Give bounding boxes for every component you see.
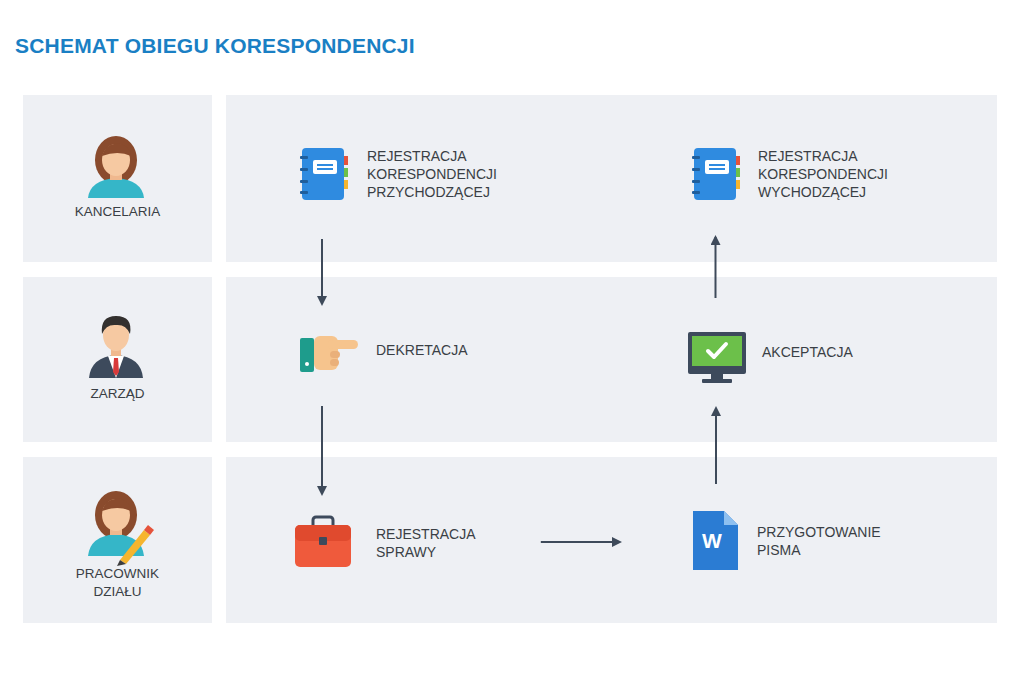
monitor-icon [688, 332, 746, 383]
flow-arrow [715, 408, 717, 484]
lane-panel [226, 95, 997, 262]
node-text: ZARZĄD [91, 385, 145, 403]
node-text: AKCEPTACJA [762, 343, 853, 361]
node-text: KANCELARIA [75, 203, 161, 221]
lane-panel [226, 457, 997, 623]
briefcase-icon [295, 517, 351, 567]
notebook-icon [692, 148, 740, 200]
flow-arrow [715, 237, 717, 298]
flow-arrow [321, 239, 323, 304]
node-text: DEKRETACJA [376, 341, 468, 359]
lane-panel [226, 277, 997, 442]
node-text: PRZYGOTOWANIE PISMA [757, 523, 881, 559]
node-text: REJESTRACJA KORESPONDENCJI WYCHODZĄCEJ [758, 147, 888, 201]
node-text: REJESTRACJA KORESPONDENCJI PRZYCHODZĄCEJ [367, 147, 497, 201]
flow-arrow [321, 406, 323, 494]
notebook-icon [300, 148, 348, 200]
diagram-title: SCHEMAT OBIEGU KORESPONDENCJI [15, 34, 415, 58]
icon-letter: W [693, 529, 731, 553]
flow-arrow [541, 541, 620, 543]
node-text: PRACOWNIK DZIAŁU [76, 565, 159, 601]
node-text: REJESTRACJA SPRAWY [376, 525, 475, 561]
document-icon [693, 511, 738, 570]
hand-icon [300, 336, 358, 372]
